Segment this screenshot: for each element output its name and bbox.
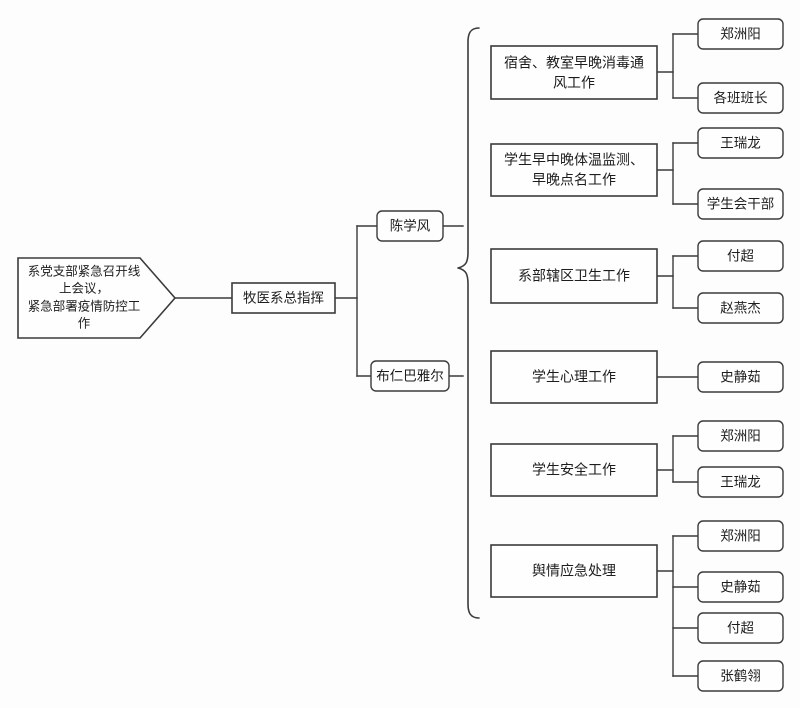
assignee-node-2-1-label: 王瑞龙 (720, 136, 761, 151)
root-node-line-2: 上会议， (59, 281, 109, 295)
task-node-2[interactable]: 学生早中晚体温监测、 早晚点名工作 (490, 143, 658, 197)
assignee-node-1-2-shape (697, 82, 784, 114)
assignee-node-3-1[interactable]: 付超 (697, 240, 784, 272)
assignee-node-5-2-label: 王瑞龙 (720, 475, 761, 490)
leader-node-2[interactable]: 布仁巴雅尔 (370, 360, 450, 392)
assignee-node-6-3[interactable]: 付超 (697, 612, 784, 644)
root-node-line-4: 作 (78, 316, 91, 330)
task-node-1-shape (490, 45, 658, 100)
task-node-6-shape (490, 544, 658, 598)
assignee-node-3-1-label: 付超 (727, 249, 755, 264)
commander-node[interactable]: 牧医系总指挥 (231, 282, 336, 314)
assignee-node-6-3-label: 付超 (727, 621, 755, 636)
leader-node-1-label: 陈学风 (390, 218, 431, 234)
task-node-4[interactable]: 学生心理工作 (490, 350, 658, 404)
task-node-4-line-1: 学生心理工作 (532, 369, 616, 385)
leader-node-1[interactable]: 陈学风 (376, 210, 444, 242)
assignee-node-5-1[interactable]: 郑洲阳 (697, 420, 784, 452)
task-node-2-line-1: 学生早中晚体温监测、 (504, 152, 644, 168)
root-node-line-1: 系党支部紧急召开线 (28, 263, 141, 278)
assignee-node-1-1-label: 郑洲阳 (720, 27, 761, 42)
assignee-node-5-2-shape (697, 466, 784, 498)
assignee-node-1-1-shape (697, 18, 784, 50)
task-node-1-line-2: 风工作 (553, 75, 595, 91)
task-node-1-line-1: 宿舍、教室早晚消毒通 (504, 55, 644, 71)
leader-node-2-label: 布仁巴雅尔 (376, 369, 444, 384)
assignee-node-6-1-label: 郑洲阳 (720, 529, 761, 544)
task-node-5[interactable]: 学生安全工作 (490, 443, 658, 497)
connector-layer (174, 27, 699, 677)
leader-node-2-shape (370, 360, 450, 392)
task-node-2-line-2: 早晚点名工作 (532, 172, 616, 188)
assignee-node-2-2-shape (697, 188, 784, 220)
assignee-node-6-2-label: 史静茹 (720, 579, 761, 595)
commander-node-shape (231, 282, 336, 314)
task-node-3[interactable]: 系部辖区卫生工作 (490, 248, 658, 304)
task-node-1[interactable]: 宿舍、教室早晚消毒通 风工作 (490, 45, 658, 100)
assignee-node-1-2-label: 各班班长 (714, 91, 768, 106)
assignee-node-6-2-shape (697, 571, 784, 603)
assignee-node-1-2[interactable]: 各班班长 (697, 82, 784, 114)
assignee-node-3-1-shape (697, 240, 784, 272)
assignee-node-6-4-shape (697, 660, 784, 692)
commander-node-label: 牧医系总指挥 (243, 291, 324, 306)
assignee-node-1-1[interactable]: 郑洲阳 (697, 18, 784, 50)
assignee-node-6-2[interactable]: 史静茹 (697, 571, 784, 603)
root-node-shape (17, 257, 177, 339)
root-node-line-3: 紧急部署疫情防控工 (28, 298, 141, 313)
task-node-6-line-1: 舆情应急处理 (532, 563, 616, 579)
assignee-node-4-1-label: 史静茹 (720, 369, 761, 385)
assignee-node-6-1-shape (697, 520, 784, 552)
assignee-node-6-4[interactable]: 张鹤翎 (697, 660, 784, 692)
task-node-2-shape (490, 143, 658, 197)
assignee-node-3-2-label: 赵燕杰 (720, 301, 761, 316)
assignee-node-3-2[interactable]: 赵燕杰 (697, 292, 784, 324)
task-node-5-shape (490, 443, 658, 497)
assignee-node-2-2[interactable]: 学生会干部 (697, 188, 784, 220)
assignee-node-5-2[interactable]: 王瑞龙 (697, 466, 784, 498)
task-node-6[interactable]: 舆情应急处理 (490, 544, 658, 598)
assignee-node-2-1-shape (697, 127, 784, 159)
assignee-node-3-2-shape (697, 292, 784, 324)
task-node-3-line-1: 系部辖区卫生工作 (518, 268, 630, 284)
assignee-node-2-1[interactable]: 王瑞龙 (697, 127, 784, 159)
task-node-3-shape (490, 248, 658, 304)
task-node-5-line-1: 学生安全工作 (532, 462, 616, 478)
task-group-brace (457, 27, 480, 619)
leader-node-1-shape (376, 210, 444, 242)
assignee-node-5-1-shape (697, 420, 784, 452)
assignee-node-4-1-shape (697, 361, 784, 393)
task-node-4-shape (490, 350, 658, 404)
assignee-node-6-4-label: 张鹤翎 (720, 669, 761, 684)
assignee-node-6-1[interactable]: 郑洲阳 (697, 520, 784, 552)
assignee-node-4-1[interactable]: 史静茹 (697, 361, 784, 393)
root-node[interactable]: 系党支部紧急召开线 上会议， 紧急部署疫情防控工 作 (17, 257, 177, 339)
assignee-node-5-1-label: 郑洲阳 (720, 429, 761, 444)
assignee-node-2-2-label: 学生会干部 (707, 197, 775, 212)
assignee-node-6-3-shape (697, 612, 784, 644)
